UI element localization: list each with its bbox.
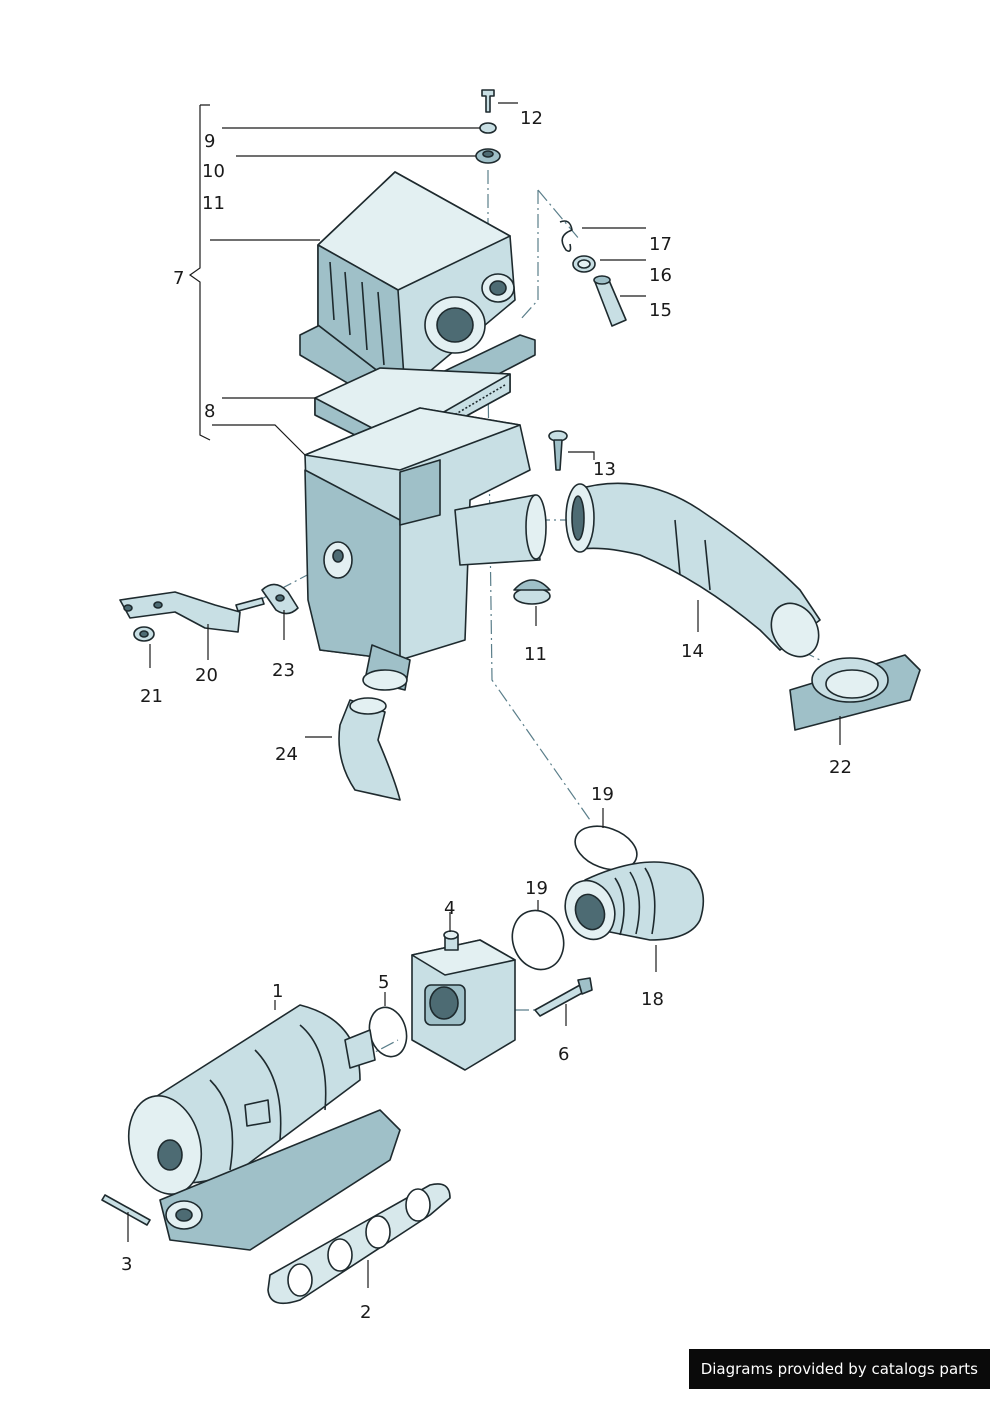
callout-19-upper: 19 bbox=[591, 784, 614, 805]
callout-11-lower: 11 bbox=[524, 644, 547, 665]
callout-13: 13 bbox=[593, 459, 616, 480]
callout-20: 20 bbox=[195, 665, 218, 686]
manifold-gasket bbox=[267, 1183, 451, 1305]
callout-2: 2 bbox=[360, 1302, 371, 1323]
callout-6: 6 bbox=[558, 1044, 569, 1065]
callout-3: 3 bbox=[121, 1254, 132, 1275]
intake-hose bbox=[565, 482, 821, 658]
callout-17: 17 bbox=[649, 234, 672, 255]
bolt-3 bbox=[101, 1194, 151, 1226]
elbow-duct bbox=[338, 697, 401, 801]
callout-15: 15 bbox=[649, 300, 672, 321]
callout-4: 4 bbox=[444, 898, 455, 919]
callout-1: 1 bbox=[272, 981, 283, 1002]
air-filter-upper-housing bbox=[299, 171, 536, 421]
bellows-elbow bbox=[564, 861, 705, 941]
intake-manifold bbox=[128, 1004, 401, 1251]
mounting-bracket bbox=[119, 583, 299, 642]
callout-5: 5 bbox=[378, 972, 389, 993]
throttle-body bbox=[411, 930, 516, 1071]
callout-14: 14 bbox=[681, 641, 704, 662]
callout-8: 8 bbox=[204, 401, 215, 422]
callout-22: 22 bbox=[829, 757, 852, 778]
callout-numbers: 1 2 3 4 5 6 7 8 9 10 11 11 12 13 14 15 1… bbox=[121, 108, 852, 1323]
cap-11 bbox=[513, 579, 551, 605]
callout-10: 10 bbox=[202, 161, 225, 182]
valve-parts bbox=[559, 220, 627, 327]
callout-7: 7 bbox=[173, 268, 184, 289]
fastener-stack bbox=[475, 89, 501, 164]
callout-12: 12 bbox=[520, 108, 543, 129]
callout-21: 21 bbox=[140, 686, 163, 707]
callout-18: 18 bbox=[641, 989, 664, 1010]
attribution-banner: Diagrams provided by catalogs parts bbox=[688, 1349, 990, 1389]
callout-16: 16 bbox=[649, 265, 672, 286]
callout-24: 24 bbox=[275, 744, 298, 765]
bolt-6 bbox=[534, 977, 593, 1017]
callout-11-upper: 11 bbox=[202, 193, 225, 214]
air-filter-lower-housing bbox=[304, 407, 547, 691]
hose-clamps bbox=[511, 825, 638, 971]
callout-9: 9 bbox=[204, 131, 215, 152]
callout-23: 23 bbox=[272, 660, 295, 681]
intake-flange bbox=[789, 654, 921, 731]
leader-lines bbox=[127, 102, 841, 1288]
screw-13 bbox=[548, 430, 568, 471]
callout-19-lower: 19 bbox=[525, 878, 548, 899]
